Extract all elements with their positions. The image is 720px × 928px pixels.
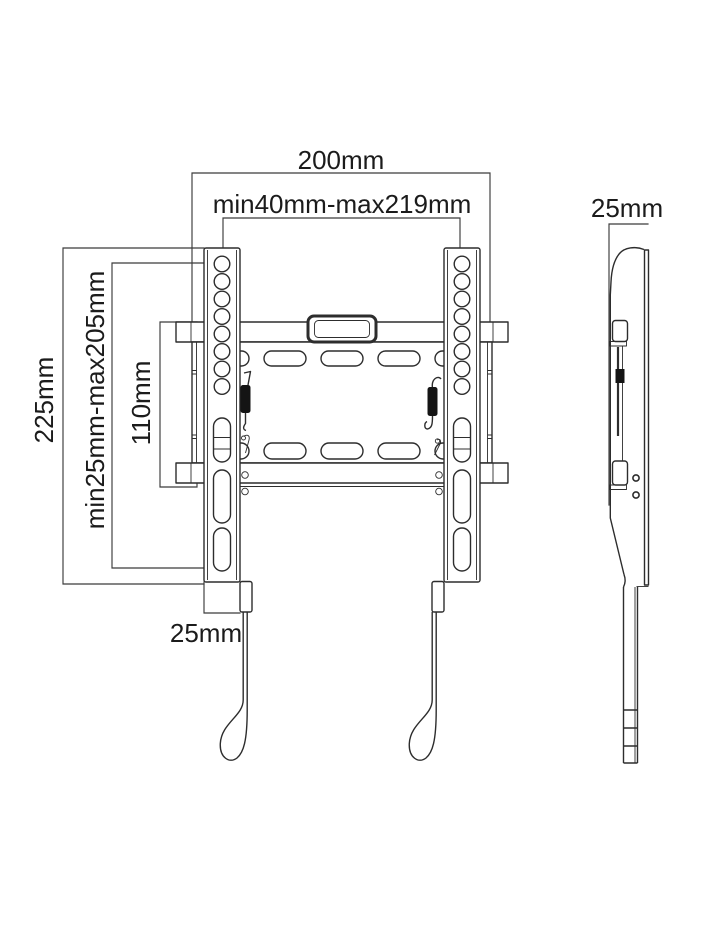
right-strap-guide bbox=[431, 580, 445, 613]
carry-handle bbox=[306, 314, 378, 344]
rail-hole bbox=[453, 290, 471, 308]
right-rail-slots bbox=[452, 417, 472, 572]
rail-hole bbox=[213, 343, 231, 361]
spring-top-hook bbox=[243, 370, 252, 386]
side-screw bbox=[632, 474, 640, 482]
latch-pin bbox=[241, 435, 246, 441]
rivet bbox=[435, 471, 443, 479]
rail-slot-divider bbox=[213, 437, 231, 450]
rail-slot bbox=[212, 417, 232, 463]
plate-slot bbox=[320, 442, 364, 460]
latch bbox=[434, 439, 441, 456]
label-side-depth: 25mm bbox=[591, 193, 663, 223]
side-bottom-hook bbox=[611, 460, 629, 486]
side-wall-plate bbox=[643, 249, 650, 586]
spring-coil bbox=[427, 387, 438, 416]
plate-slot bbox=[377, 442, 421, 460]
left-strap-guide bbox=[239, 580, 253, 613]
dim-front-height-lines bbox=[62, 247, 205, 585]
label-front-width: 200mm bbox=[298, 145, 385, 175]
dim-height-range-lines bbox=[111, 262, 205, 569]
dim-bottom-offset-lines bbox=[203, 581, 241, 614]
side-top-hook bbox=[611, 319, 629, 343]
rail-slot bbox=[452, 469, 472, 524]
release-latches bbox=[241, 434, 441, 456]
front-view bbox=[175, 247, 509, 761]
rivet bbox=[241, 471, 249, 479]
rail-slot-divider bbox=[453, 437, 471, 450]
spring-tail-hook bbox=[424, 415, 434, 430]
spring-coil bbox=[240, 385, 251, 413]
rail-hole bbox=[213, 255, 231, 273]
carry-handle-inner bbox=[314, 320, 370, 338]
right-rail-holes bbox=[453, 255, 471, 396]
left-rail-slots bbox=[212, 417, 232, 572]
rail-slot bbox=[452, 417, 472, 463]
rail-hole bbox=[213, 308, 231, 326]
side-screw bbox=[632, 491, 640, 499]
side-top-hook-tab bbox=[609, 341, 627, 347]
left-pull-strap bbox=[219, 612, 248, 761]
rail-hole bbox=[453, 360, 471, 378]
wall-plate-edge-lines bbox=[192, 342, 492, 463]
bottom-crossbar bbox=[175, 462, 509, 484]
plate-slot bbox=[263, 442, 307, 460]
spring-top-hook bbox=[431, 376, 442, 389]
rail-hole bbox=[453, 308, 471, 326]
rail-hole bbox=[453, 273, 471, 291]
label-hole-span: min40mm-max219mm bbox=[213, 189, 472, 219]
rail-hole bbox=[453, 343, 471, 361]
side-view bbox=[609, 246, 650, 764]
dim-hole-span-lines bbox=[222, 217, 461, 257]
rail-slot bbox=[452, 527, 472, 572]
rivet bbox=[241, 487, 249, 496]
bottom-crossbar-endcaps bbox=[190, 463, 494, 487]
dim-side-depth-lines bbox=[608, 223, 649, 506]
spring-tail-hook bbox=[242, 413, 247, 432]
top-crossbar-endcaps bbox=[190, 322, 494, 342]
side-pull-strap bbox=[622, 587, 639, 764]
rivet bbox=[435, 487, 443, 496]
plate-slot bbox=[263, 350, 307, 367]
latch bbox=[243, 434, 250, 454]
rail-hole bbox=[213, 290, 231, 308]
dimension-lines bbox=[62, 172, 649, 614]
rail-slot bbox=[212, 469, 232, 524]
rail-slot bbox=[212, 527, 232, 572]
rail-hole bbox=[213, 378, 231, 396]
left-spring bbox=[240, 370, 252, 432]
right-rail-flanges bbox=[447, 250, 477, 580]
dimension-labels: 200mm min40mm-max219mm 25mm 225mm min25m… bbox=[29, 145, 663, 648]
side-bolt bbox=[615, 369, 625, 383]
rail-hole bbox=[453, 325, 471, 343]
label-front-height: 225mm bbox=[29, 357, 59, 444]
plate-slots-row1 bbox=[206, 350, 478, 367]
label-height-range: min25mm-max205mm bbox=[80, 271, 110, 530]
right-spring bbox=[424, 376, 442, 430]
latch-pin bbox=[434, 438, 441, 444]
right-pull-strap bbox=[408, 612, 437, 761]
plate-slot bbox=[320, 350, 364, 367]
rail-hole bbox=[213, 360, 231, 378]
left-rail-holes bbox=[213, 255, 231, 396]
rail-hole bbox=[453, 255, 471, 273]
side-guide-curve bbox=[622, 574, 626, 588]
rail-hole bbox=[213, 325, 231, 343]
rail-hole bbox=[453, 378, 471, 396]
label-bottom-offset: 25mm bbox=[170, 618, 242, 648]
plate-slot bbox=[377, 350, 421, 367]
rivets bbox=[241, 471, 443, 496]
side-bracket-outline bbox=[609, 246, 645, 575]
left-rail-flanges bbox=[207, 250, 237, 580]
dim-front-width-lines bbox=[191, 172, 491, 322]
rail-hole bbox=[213, 273, 231, 291]
label-plate-height: 110mm bbox=[126, 361, 156, 446]
side-bottom-hook-tab bbox=[609, 484, 627, 490]
